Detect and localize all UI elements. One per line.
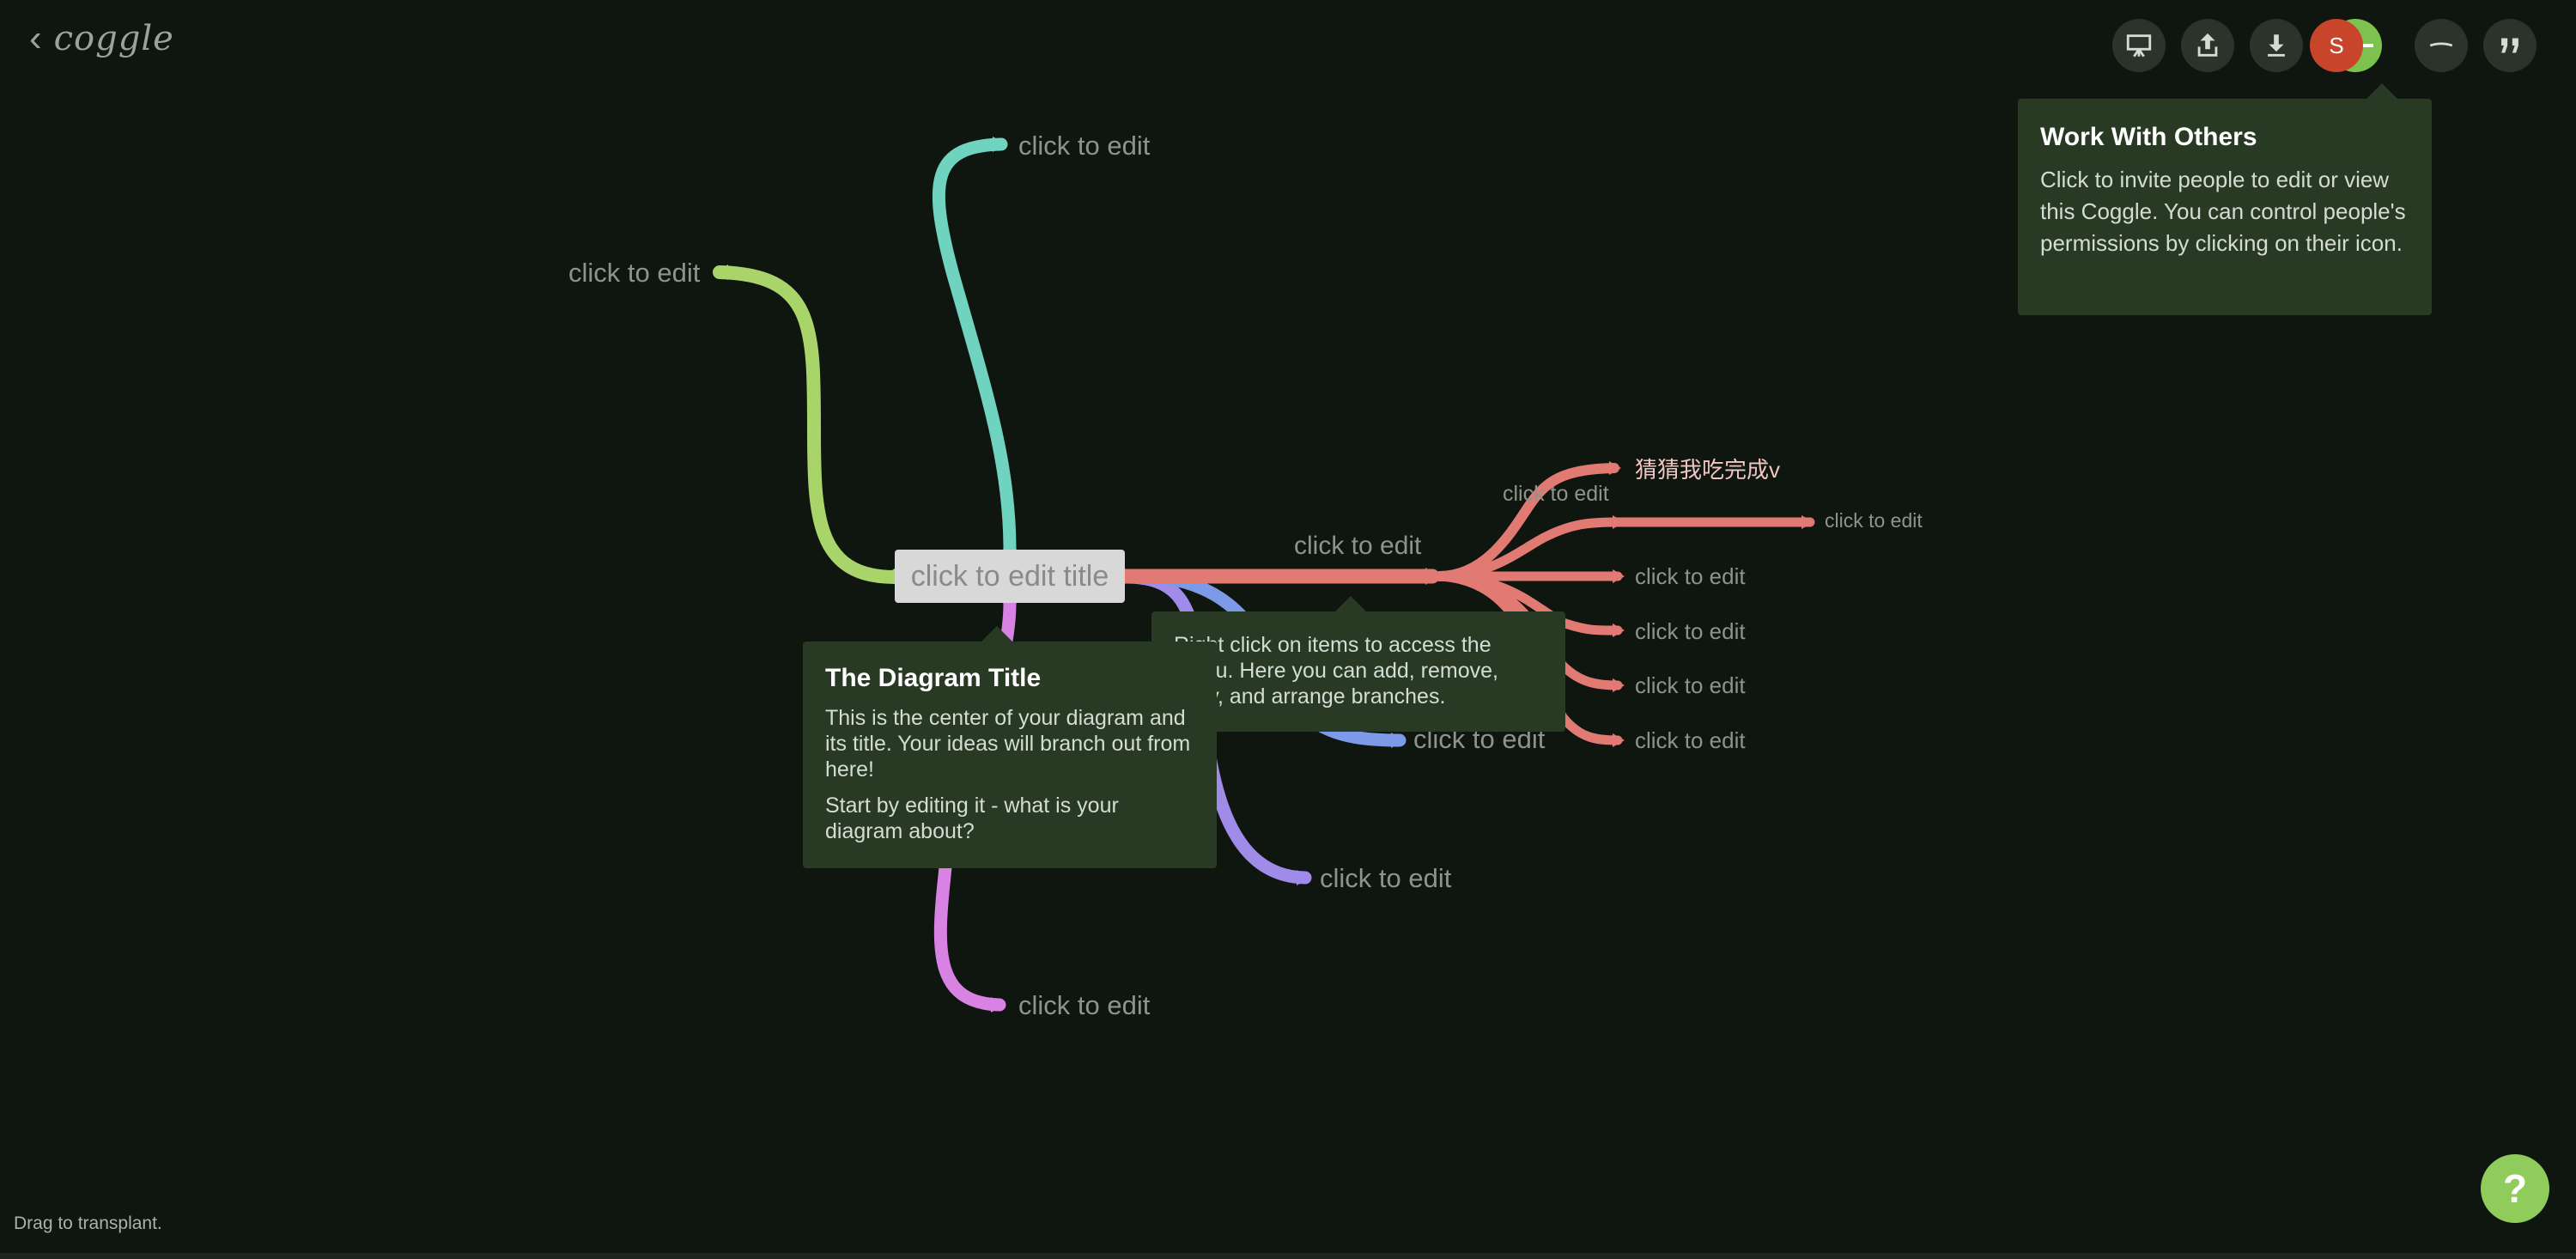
purple-branch-tip — [1297, 870, 1310, 885]
quote-icon — [2501, 38, 2518, 53]
tooltip-arrow — [2366, 83, 2397, 99]
diagram-title[interactable]: click to edit title — [895, 550, 1125, 603]
diagram-title-tooltip: The Diagram Title This is the center of … — [803, 626, 1217, 868]
user-avatar[interactable]: S — [2310, 19, 2363, 72]
node-red-5[interactable]: click to edit — [1635, 672, 1746, 698]
tooltip-arrow — [981, 626, 1012, 642]
help-button[interactable]: ? — [2481, 1154, 2549, 1223]
red-main-tip — [1425, 568, 1439, 585]
minimize-button[interactable] — [2415, 19, 2468, 72]
node-teal[interactable]: click to edit — [1018, 131, 1151, 161]
node-red-4[interactable]: click to edit — [1635, 618, 1746, 644]
bottom-divider — [0, 1253, 2576, 1259]
title-connector-bottom — [1003, 603, 1017, 615]
node-red-3[interactable]: click to edit — [1635, 563, 1746, 589]
status-text: Drag to transplant. — [14, 1213, 162, 1233]
toolbar: S — [2112, 19, 2559, 72]
coggle-logo: coggle — [53, 19, 174, 58]
share-icon — [2197, 33, 2218, 57]
comments-button[interactable] — [2483, 19, 2537, 72]
node-green[interactable]: click to edit — [568, 258, 701, 288]
green-branch-tip — [714, 265, 728, 280]
work-with-others-tooltip: Work With Others Click to invite people … — [2018, 83, 2432, 315]
blue-branch-tip — [1391, 733, 1405, 748]
present-icon — [2126, 34, 2152, 58]
title-connector-top — [1003, 538, 1017, 550]
chevron-left-icon: ‹ — [29, 17, 42, 59]
node-pink[interactable]: click to edit — [1018, 990, 1151, 1020]
tooltip-arrow — [1335, 596, 1366, 611]
red-sub-5-tip — [1613, 678, 1625, 692]
diagram-title-tooltip-p1: This is the center of your diagram and i… — [825, 706, 1191, 782]
red-sub-2[interactable] — [1434, 517, 1815, 581]
plus-icon — [2360, 44, 2373, 47]
green-branch[interactable] — [713, 265, 902, 584]
node-red-chinese[interactable]: 猜猜我吃完成v — [1635, 457, 1781, 483]
red-sub-3-tip — [1613, 569, 1625, 583]
minimize-icon — [2429, 42, 2453, 47]
tooltip-title: Work With Others — [2040, 123, 2257, 151]
node-red-far[interactable]: click to edit — [1825, 509, 1923, 532]
title-connector-left — [883, 569, 895, 584]
download-button[interactable] — [2250, 19, 2303, 72]
node-red-6[interactable]: click to edit — [1635, 727, 1746, 753]
node-red-main[interactable]: click to edit — [1294, 532, 1422, 560]
red-sub-2-tip-b — [1801, 515, 1814, 529]
share-button[interactable] — [2181, 19, 2234, 72]
right-click-tooltip: Right click on items to access the menu.… — [1151, 596, 1565, 732]
node-purple[interactable]: click to edit — [1320, 863, 1452, 893]
diagram-title-tooltip-heading: The Diagram Title — [825, 664, 1042, 692]
back-button[interactable]: ‹ coggle — [29, 19, 174, 58]
present-button[interactable] — [2112, 19, 2166, 72]
tooltip-body: Click to invite people to edit or view t… — [2040, 167, 2406, 256]
right-click-tooltip-body: Right click on items to access the menu.… — [1174, 633, 1498, 709]
teal-branch[interactable] — [932, 137, 1017, 557]
download-icon — [2268, 34, 2285, 57]
diagram-title-tooltip-p2: Start by editing it - what is your diagr… — [825, 794, 1119, 843]
red-sub-6-tip — [1613, 733, 1625, 747]
node-red-faint[interactable]: click to edit — [1503, 482, 1609, 506]
red-sub-2-tip-a — [1613, 515, 1625, 529]
title-connector-right — [1125, 569, 1137, 584]
red-sub-4-tip — [1613, 623, 1625, 637]
pink-branch-tip — [991, 997, 1005, 1013]
red-sub-1-tip — [1609, 461, 1621, 475]
teal-branch-tip — [993, 137, 1006, 152]
